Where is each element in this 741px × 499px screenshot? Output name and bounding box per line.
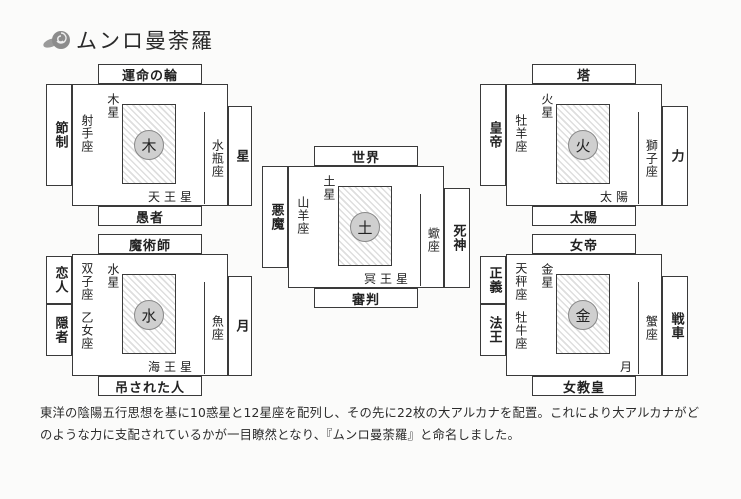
wood-planet-bottom: 天王星: [148, 190, 197, 204]
water-left-outer-top: 恋人: [46, 256, 72, 304]
wood-right-inner: 水瓶座: [204, 112, 228, 204]
fire-planet-bottom: 太陽: [600, 190, 633, 204]
water-planet-bottom: 海王星: [148, 360, 197, 374]
wood-left-inner: 射手座: [79, 113, 94, 153]
metal-bottom-header: 女教皇: [532, 376, 636, 396]
fire-bottom-header: 太陽: [532, 206, 636, 226]
water-top-header: 魔術師: [98, 234, 202, 254]
fire-right-inner: 獅子座: [638, 112, 662, 204]
fire-right-outer: 力: [662, 106, 688, 206]
earth-right-inner: 蠍座: [420, 194, 444, 286]
metal-element-badge: 金: [568, 300, 598, 330]
water-left-inner-top: 双子座: [79, 261, 94, 301]
rose-icon: [43, 31, 70, 49]
fire-planet-top: 火星: [539, 93, 554, 119]
earth-planet-bottom: 冥王星: [364, 272, 413, 286]
logo: ムンロ曼荼羅: [42, 26, 214, 54]
water-left-inner-bottom: 乙女座: [79, 310, 94, 350]
metal-planet-top: 金星: [539, 263, 554, 289]
metal-left-inner-bottom: 牡牛座: [513, 310, 528, 350]
earth-right-outer: 死神: [444, 188, 470, 288]
water-planet-top: 水星: [105, 263, 120, 289]
fire-left-inner: 牡羊座: [513, 113, 528, 153]
earth-left-outer: 悪魔: [262, 166, 288, 268]
wood-top-header: 運命の輪: [98, 64, 202, 84]
water-right-inner: 魚座: [204, 282, 228, 374]
earth-element-badge: 土: [350, 212, 380, 242]
metal-left-outer-bottom: 法王: [480, 304, 506, 356]
fire-element-badge: 火: [568, 130, 598, 160]
earth-top-header: 世界: [314, 146, 418, 166]
fire-left-outer: 皇帝: [480, 84, 506, 186]
wood-core: [122, 104, 176, 184]
unit-water: 魔術師 恋人 隠者 双子座 乙女座 月 魚座 水星 水 海王星 吊された人: [46, 234, 252, 418]
unit-earth: 世界 悪魔 山羊座 死神 蠍座 土星 土 冥王星 審判: [262, 146, 470, 330]
metal-right-inner: 蟹座: [638, 282, 662, 374]
unit-fire: 塔 皇帝 牡羊座 力 獅子座 火星 火 太陽 太陽: [480, 64, 688, 248]
metal-top-header: 女帝: [532, 234, 636, 254]
earth-bottom-header: 審判: [314, 288, 418, 308]
unit-metal: 女帝 正義 法王 天秤座 牡牛座 戦車 蟹座 金星 金 月 女教皇: [480, 234, 688, 418]
logo-title: ムンロ曼荼羅: [76, 29, 214, 53]
wood-left-outer: 節制: [46, 84, 72, 186]
unit-wood: 運命の輪 節制 射手座 星 水瓶座 木星 木 天王星 愚者: [46, 64, 252, 248]
water-left-outer-bottom: 隠者: [46, 304, 72, 356]
water-bottom-header: 吊された人: [98, 376, 202, 396]
metal-right-outer: 戦車: [662, 276, 688, 376]
metal-planet-bottom: 月: [620, 360, 637, 374]
water-right-outer: 月: [228, 276, 252, 376]
wood-element-badge: 木: [134, 130, 164, 160]
wood-planet-top: 木星: [105, 93, 120, 119]
metal-left-inner-top: 天秤座: [513, 261, 528, 301]
water-element-badge: 水: [134, 300, 164, 330]
wood-right-outer: 星: [228, 106, 252, 206]
description-text: 東洋の陰陽五行思想を基に10惑星と12星座を配列し、その先に22枚の大アルカナを…: [40, 406, 700, 442]
fire-top-header: 塔: [532, 64, 636, 84]
metal-left-outer-top: 正義: [480, 256, 506, 304]
wood-bottom-header: 愚者: [98, 206, 202, 226]
earth-planet-top: 土星: [321, 175, 336, 201]
earth-left-inner: 山羊座: [295, 195, 310, 235]
